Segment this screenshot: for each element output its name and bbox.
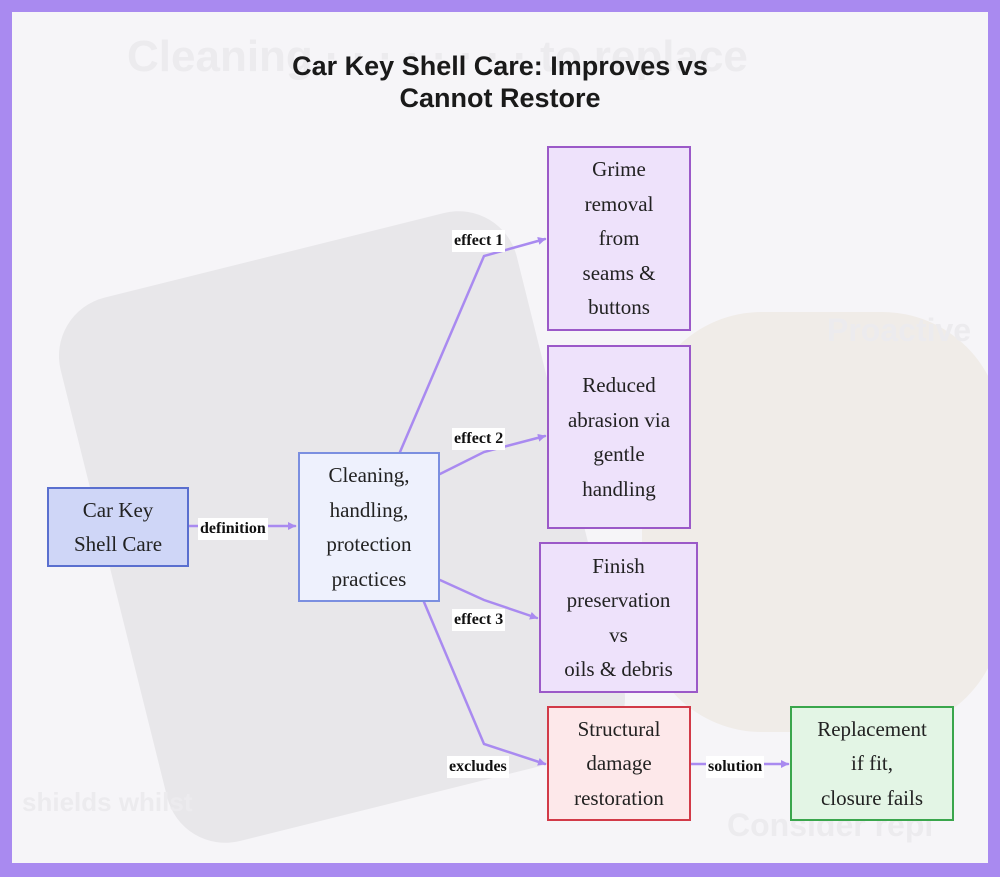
node-finish-preservation-text: Finish preservation vs oils & debris <box>564 549 673 687</box>
node-reduced-abrasion[interactable]: Reduced abrasion via gentle handling <box>547 345 691 529</box>
node-structural-damage[interactable]: Structural damage restoration <box>547 706 691 821</box>
node-grime-removal-text: Grime removal from seams & buttons <box>583 152 656 325</box>
node-practices[interactable]: Cleaning, handling, protection practices <box>298 452 440 602</box>
edge-label-definition: definition <box>198 518 268 540</box>
edge-label-effect-1: effect 1 <box>452 230 505 252</box>
node-reduced-abrasion-text: Reduced abrasion via gentle handling <box>568 368 670 506</box>
edge-label-excludes: excludes <box>447 756 509 778</box>
edge-label-solution: solution <box>706 756 764 778</box>
node-car-key-shell-care-text: Car Key Shell Care <box>74 493 162 562</box>
edge-effect-1 <box>400 239 545 452</box>
node-structural-damage-text: Structural damage restoration <box>574 712 664 816</box>
node-practices-text: Cleaning, handling, protection practices <box>326 458 411 596</box>
node-finish-preservation[interactable]: Finish preservation vs oils & debris <box>539 542 698 693</box>
node-car-key-shell-care[interactable]: Car Key Shell Care <box>47 487 189 567</box>
edge-label-effect-2: effect 2 <box>452 428 505 450</box>
node-replacement-text: Replacement if fit, closure fails <box>817 712 927 816</box>
node-grime-removal[interactable]: Grime removal from seams & buttons <box>547 146 691 331</box>
diagram-canvas: Cleaning · · · · · · · · to replace Proa… <box>12 12 988 863</box>
edge-label-effect-3: effect 3 <box>452 609 505 631</box>
node-replacement[interactable]: Replacement if fit, closure fails <box>790 706 954 821</box>
